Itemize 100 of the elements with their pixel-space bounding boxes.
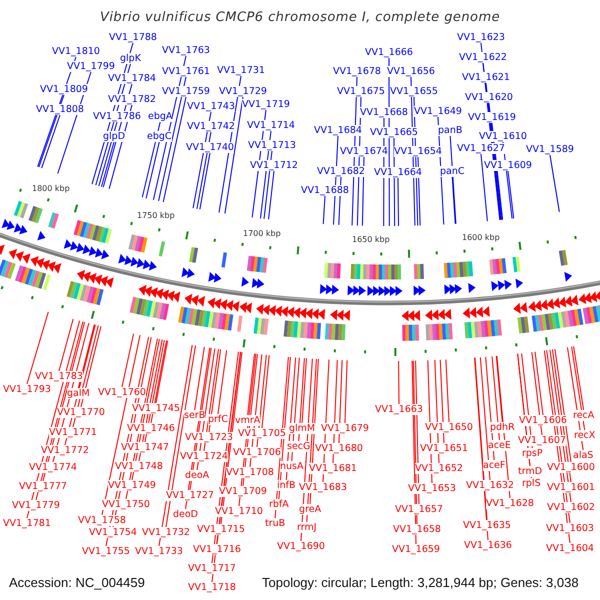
leader-line xyxy=(268,170,274,220)
gene-label: VV1_1655 xyxy=(390,86,438,97)
gene-label: VV1_1754 xyxy=(89,527,137,538)
leader-line xyxy=(98,122,118,186)
gene-label: VV1_1635 xyxy=(463,520,511,531)
gene-label: VV1_1731 xyxy=(217,65,265,76)
gene-label: panC xyxy=(440,166,465,177)
leader-line xyxy=(146,142,160,199)
gene-label: VV1_1781 xyxy=(3,518,51,529)
gene-label: VV1_1636 xyxy=(464,540,512,551)
gene-label: VV1_1653 xyxy=(408,483,456,494)
leader-line xyxy=(142,122,161,198)
leader-line xyxy=(58,318,74,372)
leader-line xyxy=(393,138,396,226)
gene-label: VV1_1632 xyxy=(466,480,514,491)
leader-line xyxy=(549,154,560,212)
gene-label: VV1_1783 xyxy=(35,371,83,382)
gene-label: VV1_1654 xyxy=(394,146,442,157)
gene-label: VV1_1683 xyxy=(299,482,347,493)
gene-label: VV1_1747 xyxy=(121,442,169,453)
gene-label: VV1_1788 xyxy=(109,32,157,43)
leader-line xyxy=(261,354,270,428)
gene-label: VV1_1606 xyxy=(519,415,567,426)
scale-label: 1700 kbp xyxy=(243,229,281,239)
gene-label: VV1_1810 xyxy=(52,46,100,57)
leader-line xyxy=(554,348,572,462)
accession-label: Accession: NC_004459 xyxy=(9,575,145,590)
gene-label: VV1_1743 xyxy=(187,101,235,112)
gene-label: VV1_1772 xyxy=(41,445,89,456)
gene-label: VV1_1601 xyxy=(547,482,595,493)
gene-label: deoA xyxy=(185,470,210,481)
gene-label: nusA xyxy=(280,461,304,472)
gene-label: VV1_1760 xyxy=(98,387,146,398)
gene-label: VV1_1724 xyxy=(180,451,228,462)
leader-line xyxy=(480,356,490,480)
gene-label: VV1_1684 xyxy=(314,125,362,136)
gene-label: VV1_1732 xyxy=(142,527,190,538)
scale-label: 1800 kbp xyxy=(32,184,70,194)
gene-label: VV1_1651 xyxy=(420,443,468,454)
gene-label: infB xyxy=(277,480,296,491)
gene-label: VV1_1604 xyxy=(546,543,594,554)
gene-label: VV1_1619 xyxy=(468,112,516,123)
gene-label: VV1_1710 xyxy=(215,506,263,517)
gene-label: VV1_1627 xyxy=(457,143,505,154)
gene-label: VV1_1774 xyxy=(29,462,77,473)
gene-label: VV1_1664 xyxy=(374,167,422,178)
gene-label: aceE xyxy=(488,440,511,451)
gene-label: VV1_1623 xyxy=(457,32,505,43)
gene-label: VV1_1609 xyxy=(484,160,532,171)
gene-label: VV1_1755 xyxy=(82,546,130,557)
gene-label: rrmJ xyxy=(297,522,317,533)
gene-label: recA xyxy=(573,410,594,421)
gene-label: VV1_1779 xyxy=(12,500,60,511)
leader-line xyxy=(573,346,584,410)
gene-label: VV1_1607 xyxy=(518,435,566,446)
gene-label: VV1_1675 xyxy=(337,86,385,97)
gene-label: VV1_1708 xyxy=(226,467,274,478)
gene-label: VV1_1680 xyxy=(315,443,363,454)
leader-line xyxy=(278,356,291,500)
gene-label: serB xyxy=(184,410,206,421)
gene-label: aceF xyxy=(483,460,506,471)
gene-label: glpD xyxy=(103,131,126,142)
gene-label: VV1_1746 xyxy=(127,423,175,434)
gene-label: pdhR xyxy=(490,422,515,433)
leader-line xyxy=(101,334,141,516)
leader-line xyxy=(566,346,584,450)
gene-label: VV1_1658 xyxy=(393,524,441,535)
leader-line xyxy=(208,348,222,432)
gene-label: VV1_1712 xyxy=(250,160,298,171)
gene-label: VV1_1727 xyxy=(166,490,214,501)
leader-line xyxy=(100,142,114,188)
leader-line xyxy=(450,136,456,224)
leader-line xyxy=(165,345,196,528)
leader-line xyxy=(121,333,134,388)
gene-label: VV1_1750 xyxy=(102,499,150,510)
gene-label: deoD xyxy=(173,509,198,520)
gene-label: rplS xyxy=(522,478,541,489)
leader-line xyxy=(571,346,586,430)
leader-line xyxy=(485,356,495,460)
gene-label: VV1_1714 xyxy=(247,120,295,131)
leader-line xyxy=(80,326,102,408)
gene-label: VV1_1652 xyxy=(415,463,463,474)
leader-line xyxy=(78,324,95,388)
leader-line xyxy=(158,344,193,546)
leader-line xyxy=(474,357,488,520)
gene-label: greA xyxy=(299,504,322,515)
gene-label: VV1_1709 xyxy=(219,486,267,497)
leader-line xyxy=(155,340,168,404)
map-title: Vibrio vulnificus CMCP6 chromosome I, complete genome xyxy=(100,10,500,25)
gene-label: VV1_1690 xyxy=(277,541,325,552)
gene-label: VV1_1715 xyxy=(197,524,245,535)
gene-label: VV1_1602 xyxy=(547,502,595,513)
gene-label: VV1_1665 xyxy=(370,127,418,138)
gene-label: VV1_1745 xyxy=(132,403,180,414)
leader-line xyxy=(531,352,542,436)
gene-label: alaS xyxy=(573,450,594,461)
leader-line xyxy=(162,96,186,203)
gene-label: VV1_1782 xyxy=(108,94,156,105)
leader-line xyxy=(247,353,255,416)
gene-label: VV1_1679 xyxy=(321,423,369,434)
